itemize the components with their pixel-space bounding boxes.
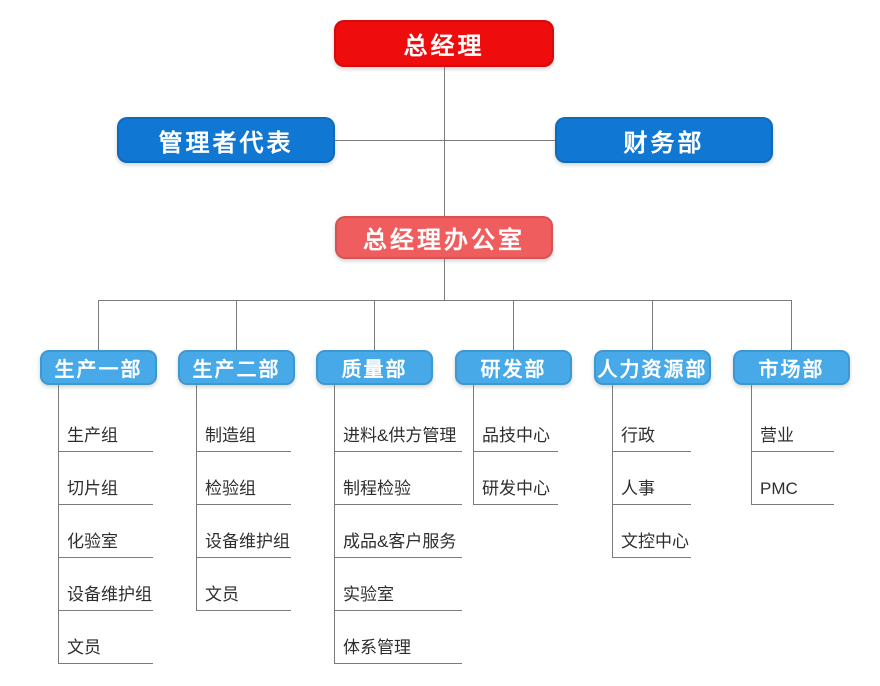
- leaf-row: 进料&供方管理: [335, 385, 462, 452]
- leaf-list-1: 制造组检验组设备维护组文员: [196, 385, 291, 611]
- leaf-row: 体系管理: [335, 611, 462, 664]
- node-management-representative: 管理者代表: [117, 117, 335, 163]
- leaf-row: 人事: [613, 452, 691, 505]
- leaf-label: 设备维护组: [205, 532, 290, 551]
- leaf-label: 化验室: [67, 532, 118, 551]
- leaf-label: 进料&供方管理: [343, 426, 457, 445]
- leaf-label: 文员: [205, 585, 239, 604]
- leaf-row: 成品&客户服务: [335, 505, 462, 558]
- leaf-row: 切片组: [59, 452, 153, 505]
- leaf-row: 设备维护组: [59, 558, 153, 611]
- leaf-label: 文控中心: [621, 532, 689, 551]
- leaf-row: 制造组: [197, 385, 291, 452]
- leaf-label: 制造组: [205, 426, 256, 445]
- connector-level2-horizontal: [335, 140, 555, 141]
- node-gm-office: 总经理办公室: [335, 216, 553, 259]
- leaf-label: 成品&客户服务: [343, 532, 457, 551]
- dept-box-5: 市场部: [733, 350, 850, 385]
- leaf-row: PMC: [752, 452, 834, 505]
- leaf-row: 营业: [752, 385, 834, 452]
- leaf-label: 体系管理: [343, 638, 411, 657]
- leaf-label: PMC: [760, 479, 798, 498]
- connector-drop-dept-1: [236, 300, 237, 350]
- connector-drop-dept-5: [791, 300, 792, 350]
- leaf-list-2: 进料&供方管理制程检验成品&客户服务实验室体系管理: [334, 385, 462, 664]
- connector-drop-dept-3: [513, 300, 514, 350]
- leaf-row: 文员: [59, 611, 153, 664]
- node-finance-department: 财务部: [555, 117, 773, 163]
- connector-drop-dept-0: [98, 300, 99, 350]
- dept-box-4: 人力资源部: [594, 350, 711, 385]
- leaf-row: 生产组: [59, 385, 153, 452]
- connector-department-bus: [98, 300, 792, 301]
- leaf-list-0: 生产组切片组化验室设备维护组文员: [58, 385, 153, 664]
- dept-box-2: 质量部: [316, 350, 433, 385]
- leaf-list-4: 行政人事文控中心: [612, 385, 691, 558]
- leaf-list-5: 营业 PMC: [751, 385, 834, 505]
- node-general-manager: 总经理: [334, 20, 554, 67]
- leaf-row: 检验组: [197, 452, 291, 505]
- leaf-label: 营业: [760, 426, 794, 445]
- leaf-row: 研发中心: [474, 452, 558, 505]
- leaf-row: 文控中心: [613, 505, 691, 558]
- leaf-label: 文员: [67, 638, 101, 657]
- leaf-label: 设备维护组: [67, 585, 152, 604]
- leaf-row: 行政: [613, 385, 691, 452]
- leaf-row: 制程检验: [335, 452, 462, 505]
- leaf-label: 切片组: [67, 479, 118, 498]
- connector-drop-dept-2: [374, 300, 375, 350]
- leaf-label: 人事: [621, 479, 655, 498]
- leaf-label: 检验组: [205, 479, 256, 498]
- connector-drop-dept-4: [652, 300, 653, 350]
- leaf-row: 设备维护组: [197, 505, 291, 558]
- leaf-label: 品技中心: [482, 426, 550, 445]
- connector-office-to-bus: [444, 259, 445, 300]
- leaf-row: 品技中心: [474, 385, 558, 452]
- leaf-row: 化验室: [59, 505, 153, 558]
- leaf-label: 制程检验: [343, 479, 411, 498]
- dept-box-3: 研发部: [455, 350, 572, 385]
- dept-box-1: 生产二部: [178, 350, 295, 385]
- leaf-label: 行政: [621, 426, 655, 445]
- leaf-row: 实验室: [335, 558, 462, 611]
- leaf-label: 生产组: [67, 426, 118, 445]
- leaf-label: 研发中心: [482, 479, 550, 498]
- leaf-label: 实验室: [343, 585, 394, 604]
- connector-root-to-office: [444, 67, 445, 216]
- dept-box-0: 生产一部: [40, 350, 157, 385]
- leaf-row: 文员: [197, 558, 291, 611]
- leaf-list-3: 品技中心研发中心: [473, 385, 558, 505]
